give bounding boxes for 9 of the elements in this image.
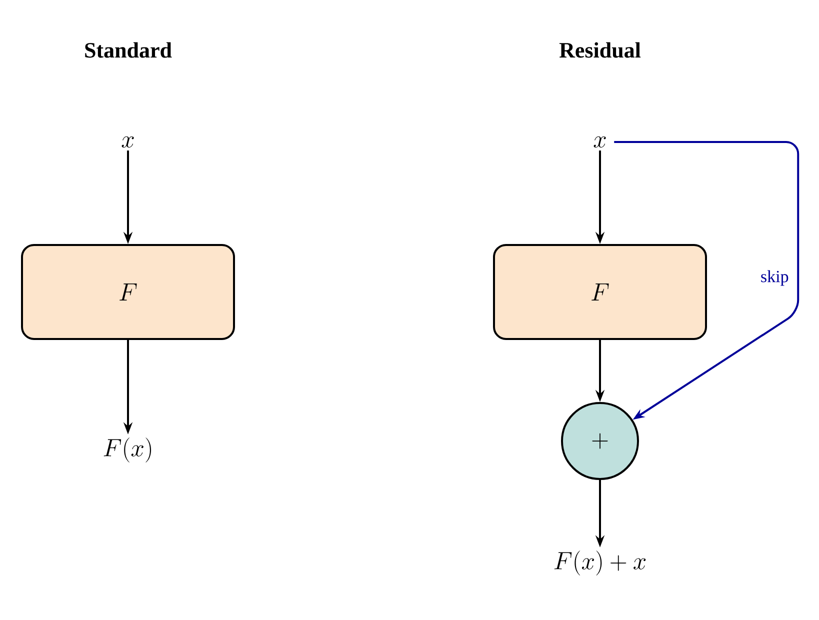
- process-box: $F$: [21, 244, 235, 340]
- variable-label: $x$: [594, 136, 606, 148]
- edge-label: skip: [758, 268, 791, 288]
- panel-title: Standard: [85, 42, 172, 58]
- variable-label: $F(x)$: [104, 438, 152, 462]
- process-box: $F$: [493, 244, 707, 340]
- variable-label: $x$: [122, 136, 134, 148]
- panel-title: Residual: [559, 42, 641, 58]
- variable-label: $F(x) + x$: [554, 550, 646, 576]
